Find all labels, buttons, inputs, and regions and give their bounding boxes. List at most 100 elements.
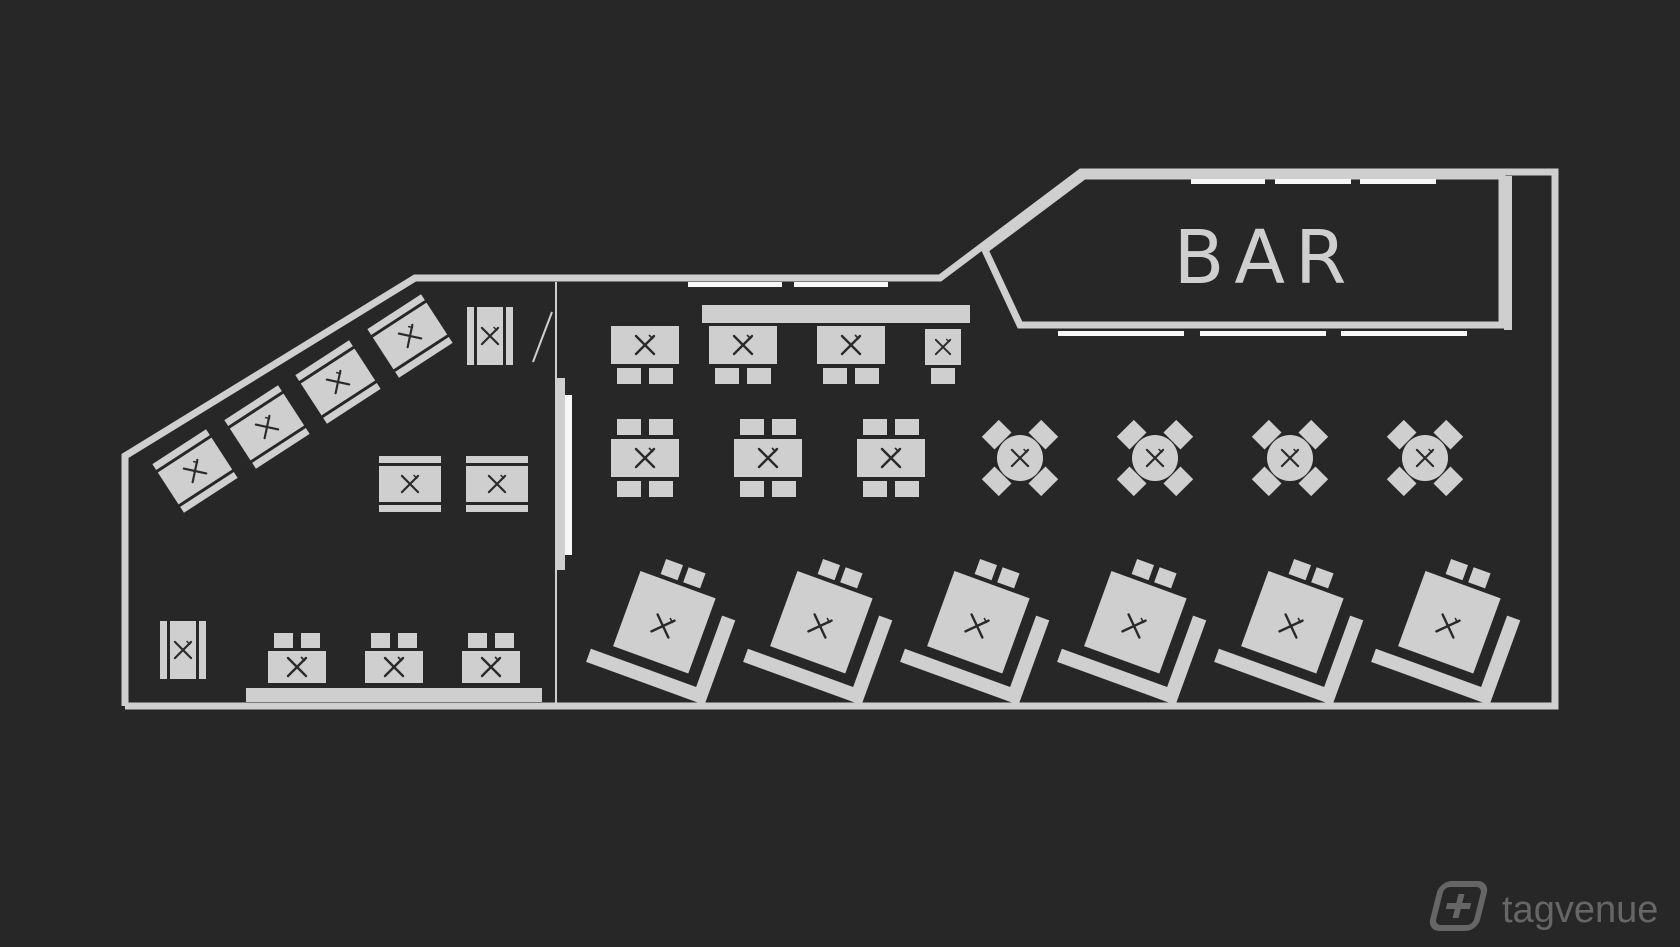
table-banquette (611, 326, 679, 384)
chair (715, 368, 739, 384)
chair (1131, 559, 1155, 581)
light-strip (1275, 179, 1351, 184)
chair (931, 368, 955, 384)
light-strip (794, 282, 888, 287)
chair (1298, 419, 1329, 450)
chair (660, 559, 684, 581)
chair (224, 385, 282, 426)
light-strip (1341, 331, 1467, 336)
chair (1445, 559, 1469, 581)
chair (740, 419, 764, 435)
chair (160, 621, 167, 679)
chair (747, 368, 771, 384)
chair (467, 307, 474, 365)
chair (1028, 419, 1059, 450)
chair (863, 481, 887, 497)
chair (1386, 466, 1417, 497)
chair (840, 567, 863, 589)
booth-sofa (586, 615, 736, 705)
table-banquette (709, 326, 777, 384)
booth-table (1214, 559, 1364, 705)
chair (1311, 567, 1334, 589)
light-strip (1200, 331, 1326, 336)
chair (1288, 559, 1312, 581)
chair (772, 419, 796, 435)
round-table (1251, 419, 1329, 497)
booth-table (1371, 559, 1521, 705)
round-table (981, 419, 1059, 497)
chair (1251, 466, 1282, 497)
chair (863, 419, 887, 435)
chair (1028, 466, 1059, 497)
chair (981, 466, 1012, 497)
chair (823, 368, 847, 384)
booth-table (1057, 559, 1207, 705)
partition-panel (555, 378, 565, 570)
table-top (1084, 570, 1187, 674)
light-strip (565, 395, 572, 555)
chair (379, 505, 441, 512)
table-vertical (467, 307, 513, 365)
booth-sofa (1371, 615, 1521, 705)
chair (506, 307, 513, 365)
door-swing (532, 311, 553, 363)
chair (301, 633, 320, 648)
chair (895, 481, 919, 497)
chair (1298, 466, 1329, 497)
chair (466, 505, 528, 512)
table-top (927, 570, 1030, 674)
booth-sofa (1214, 615, 1364, 705)
booth-sofa (743, 615, 893, 705)
table-two-seat (367, 294, 453, 378)
light-strip (688, 282, 782, 287)
ceiling-lights (565, 179, 1467, 555)
chair (1433, 466, 1464, 497)
tables-and-chairs (152, 294, 1521, 705)
chair (974, 559, 998, 581)
chair (252, 428, 310, 469)
table-four-seat (857, 419, 925, 497)
bar-counter (980, 172, 1506, 329)
round-table (1116, 419, 1194, 497)
table-two-seat (224, 385, 310, 469)
table-four-seat (611, 419, 679, 497)
booth-table (743, 559, 893, 705)
chair (855, 368, 879, 384)
chair (649, 419, 673, 435)
watermark-brand: tagvenue (1502, 889, 1658, 931)
table-four-seat (734, 419, 802, 497)
chair (371, 633, 390, 648)
booth-table (900, 559, 1050, 705)
chair (981, 419, 1012, 450)
table-small (925, 329, 961, 384)
table-vertical (160, 621, 206, 679)
chair (1433, 419, 1464, 450)
table-top (613, 570, 716, 674)
chair (1251, 419, 1282, 450)
chair (468, 633, 487, 648)
outer-wall (121, 168, 1559, 710)
chair (1116, 466, 1147, 497)
booth-sofa (1057, 615, 1207, 705)
booth-sofa (900, 615, 1050, 705)
chair (649, 368, 673, 384)
table-wall (365, 633, 423, 683)
table-two-seat (295, 340, 381, 424)
chair (1468, 567, 1491, 589)
watermark: tagvenue (1429, 881, 1658, 931)
chair (180, 472, 238, 513)
chair (466, 456, 528, 463)
chair (1386, 419, 1417, 450)
chair (649, 481, 673, 497)
banquettes (246, 305, 970, 702)
chair (398, 633, 417, 648)
chair (495, 633, 514, 648)
chair (323, 383, 381, 424)
table-banquette (817, 326, 885, 384)
chair (1163, 419, 1194, 450)
light-strip (1360, 179, 1436, 184)
chair (895, 419, 919, 435)
booth-table (586, 559, 736, 705)
round-table (1386, 419, 1464, 497)
